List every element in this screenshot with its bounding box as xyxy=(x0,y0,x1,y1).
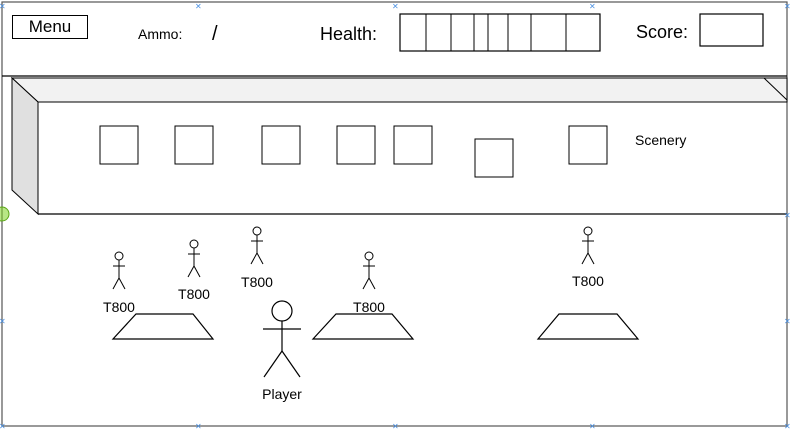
enemy-head xyxy=(364,251,374,261)
resize-handle-icon: ✕ xyxy=(784,211,791,220)
resize-handle-icon: ✕ xyxy=(195,2,202,11)
scenery-wall-corner-edge xyxy=(763,77,788,101)
player-figure[interactable] xyxy=(263,300,301,378)
enemy-label: T800 xyxy=(572,273,604,289)
enemy-t800[interactable] xyxy=(112,251,126,290)
player-label: Player xyxy=(262,386,302,402)
scenery-window xyxy=(174,125,214,165)
cover-platform xyxy=(311,313,415,340)
scenery-window xyxy=(474,138,514,178)
health-label: Health: xyxy=(320,24,377,44)
health-bar xyxy=(399,13,601,52)
scenery-window xyxy=(336,125,376,165)
scenery-wall xyxy=(10,76,788,216)
enemy-t800[interactable] xyxy=(250,226,264,265)
enemy-leg xyxy=(250,252,258,265)
enemy-t800[interactable] xyxy=(187,239,201,278)
scenery-label: Scenery xyxy=(635,132,686,148)
scenery-wall-side xyxy=(11,76,39,216)
scenery-window xyxy=(393,125,433,165)
resize-handle-icon: ✕ xyxy=(784,422,791,429)
enemy-t800[interactable] xyxy=(581,226,595,265)
enemy-leg xyxy=(587,252,595,265)
enemy-leg xyxy=(112,277,120,290)
ammo-label: Ammo: xyxy=(138,26,182,42)
cover-platform xyxy=(536,313,640,340)
enemy-leg xyxy=(193,265,201,278)
scenery-window xyxy=(99,125,139,165)
resize-handle-icon: ✕ xyxy=(0,2,6,11)
enemy-leg xyxy=(368,277,376,290)
health-bar-frame xyxy=(399,13,601,52)
scenery-windows xyxy=(99,125,608,178)
enemy-label: T800 xyxy=(241,274,273,290)
player-head xyxy=(271,300,293,322)
enemy-leg xyxy=(256,252,264,265)
scenery-wall-top xyxy=(10,77,788,103)
enemy-head xyxy=(252,226,262,236)
enemy-head xyxy=(583,226,593,236)
ammo-separator: / xyxy=(212,23,218,45)
enemy-leg xyxy=(118,277,126,290)
resize-handle-icon: ✕ xyxy=(784,2,791,11)
resize-handle-icon: ✕ xyxy=(589,422,596,429)
enemy-leg xyxy=(187,265,195,278)
scenery-window xyxy=(261,125,301,165)
scenery-window xyxy=(568,125,608,165)
resize-handle-icon: ✕ xyxy=(589,2,596,11)
resize-handle-icon: ✕ xyxy=(0,422,6,429)
enemy-leg xyxy=(581,252,589,265)
player-leg xyxy=(263,350,283,378)
score-label: Score: xyxy=(636,22,688,42)
enemy-head xyxy=(189,239,199,249)
enemy-label: T800 xyxy=(353,299,385,315)
enemy-t800[interactable] xyxy=(362,251,376,290)
resize-handle-icon: ✕ xyxy=(784,317,791,326)
cover-platform xyxy=(111,313,215,340)
resize-handle-icon: ✕ xyxy=(392,422,399,429)
resize-handle-icon: ✕ xyxy=(392,2,399,11)
enemy-label: T800 xyxy=(178,286,210,302)
player-leg xyxy=(281,350,301,378)
menu-button[interactable]: Menu xyxy=(12,15,88,39)
enemy-leg xyxy=(362,277,370,290)
resize-handle-icon: ✕ xyxy=(195,422,202,429)
resize-handle-icon: ✕ xyxy=(0,317,6,326)
enemy-label: T800 xyxy=(103,299,135,315)
enemy-head xyxy=(114,251,124,261)
score-box xyxy=(699,13,764,47)
connector-point-icon[interactable] xyxy=(0,206,10,222)
